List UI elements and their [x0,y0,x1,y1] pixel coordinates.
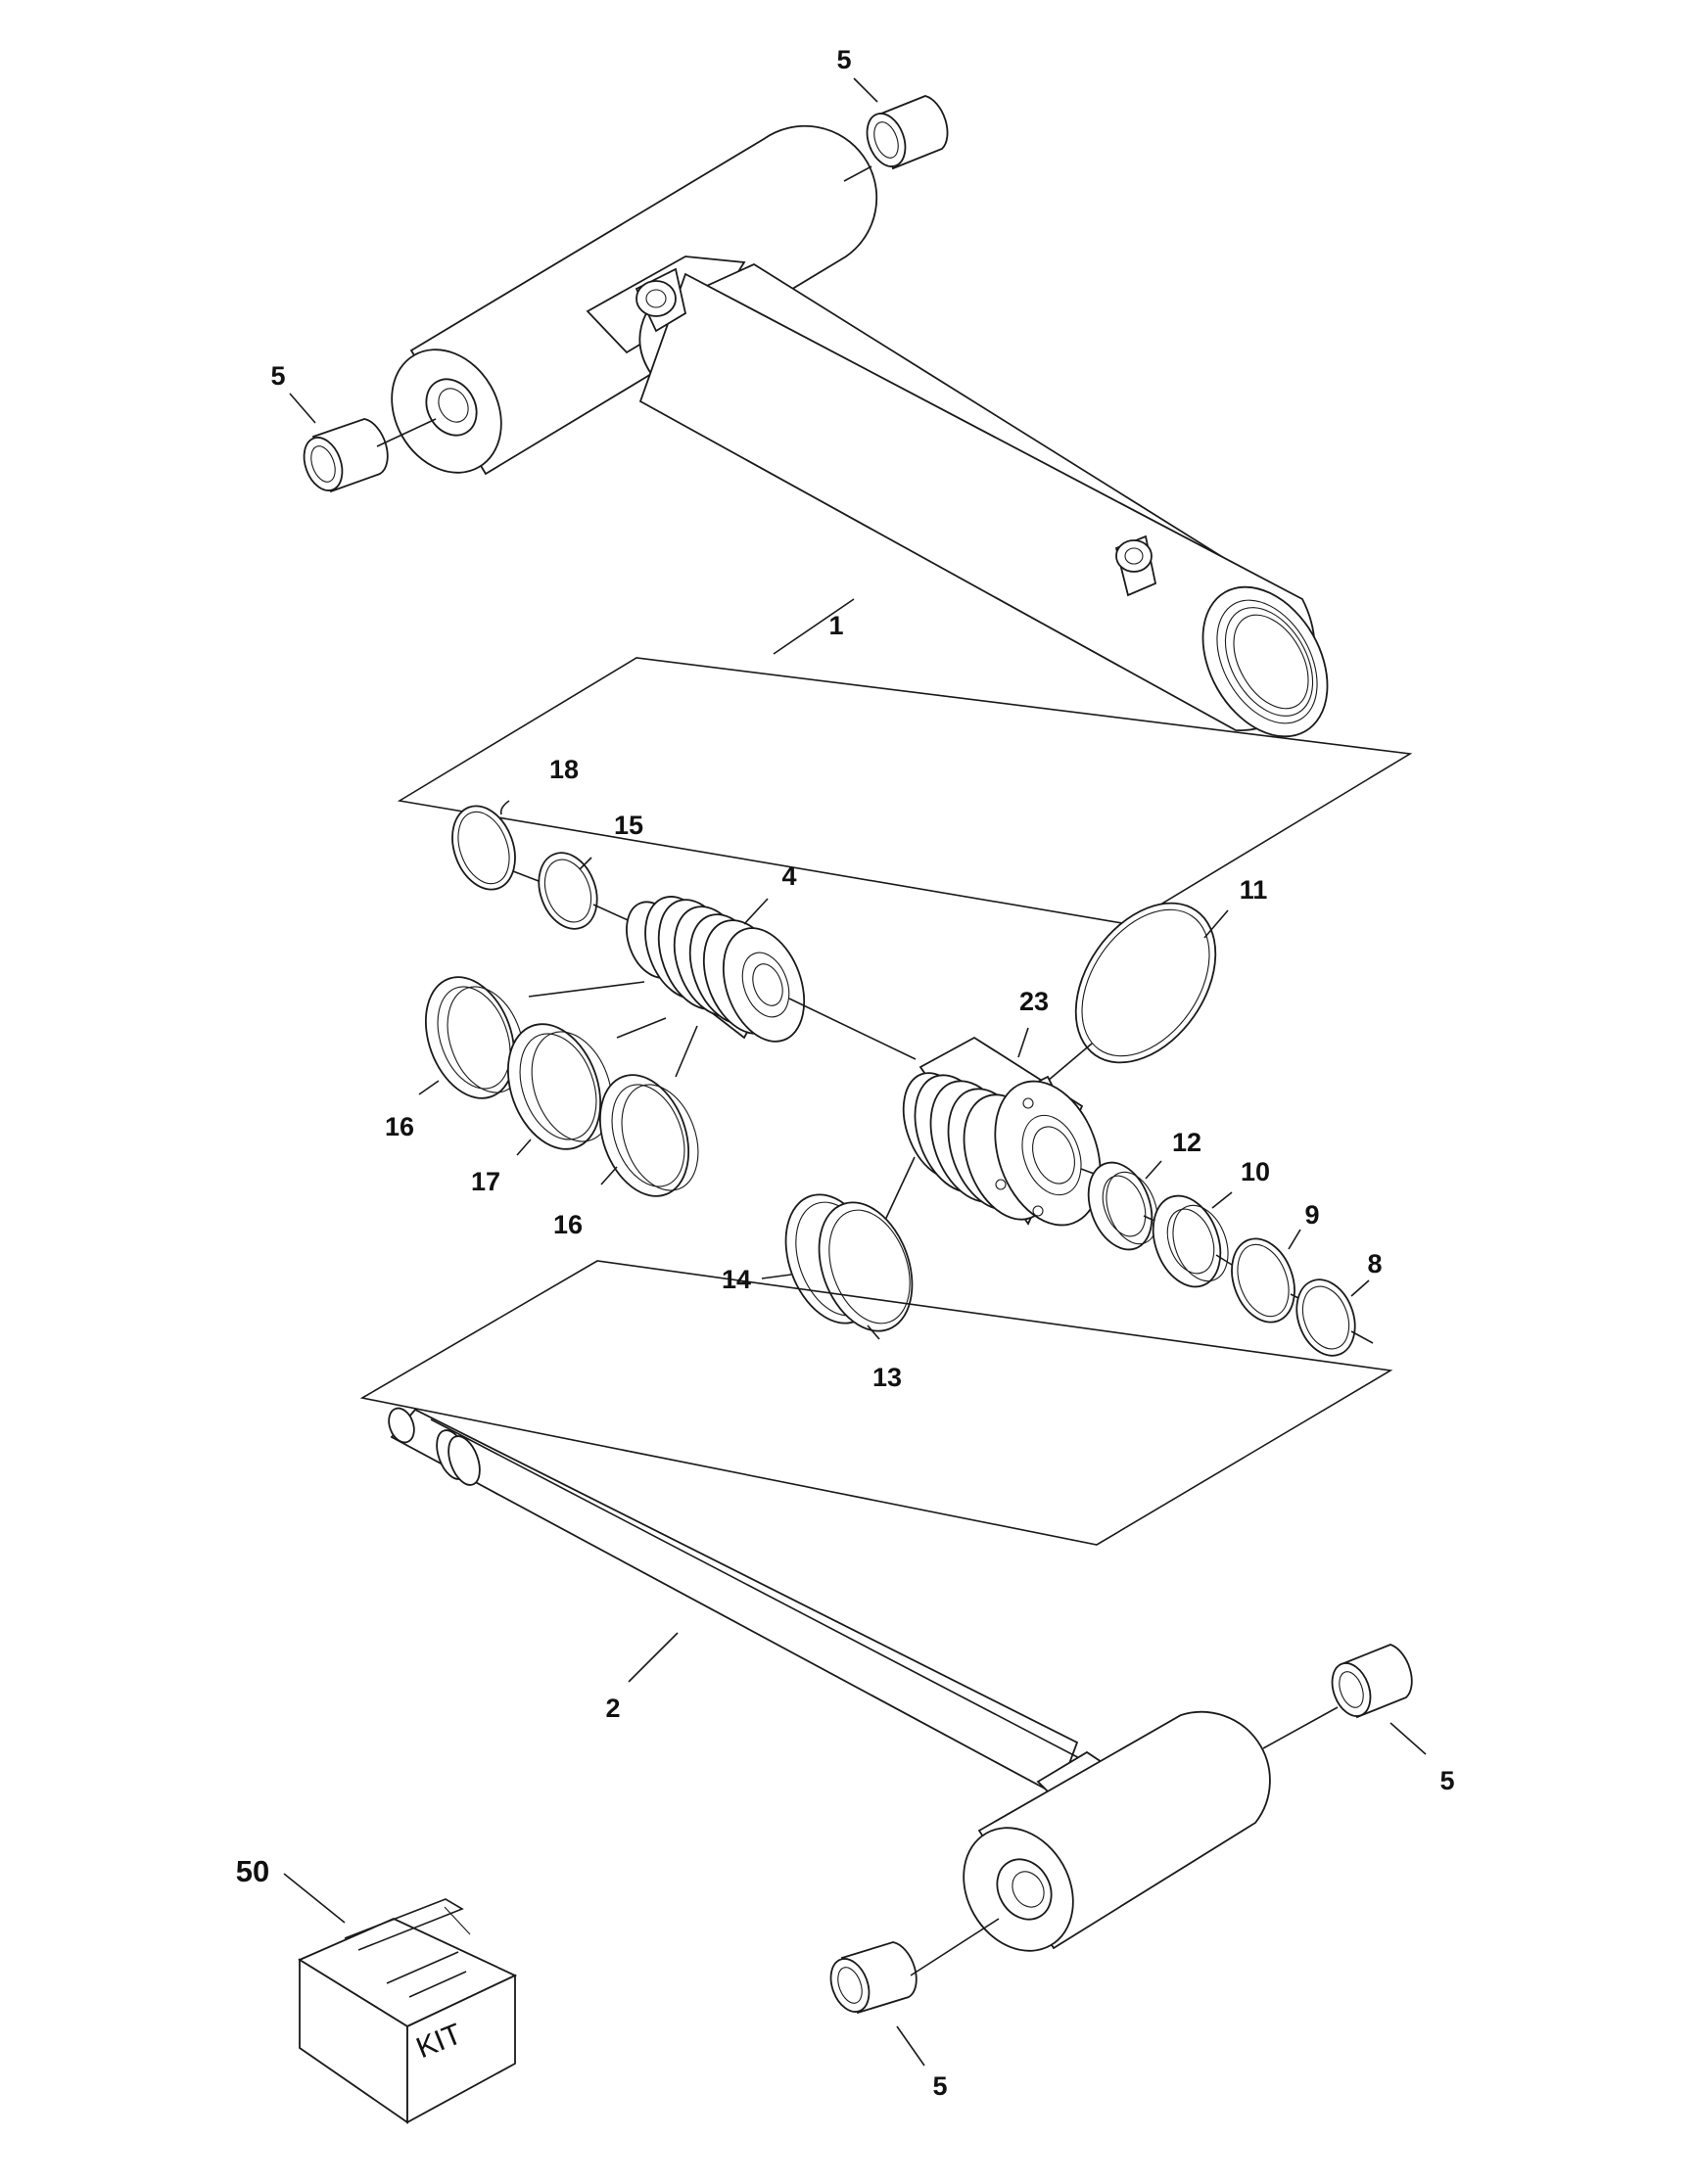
callout-1: 1 [828,611,843,640]
callout-9: 9 [1304,1200,1319,1230]
bushing-5-top [866,95,949,170]
seal-17 [506,1023,613,1150]
snap-ring-9 [1231,1237,1295,1324]
callout-5-left: 5 [270,361,285,391]
ring-15 [538,852,598,930]
callout-8: 8 [1367,1249,1382,1278]
callout-13: 13 [872,1363,902,1392]
kit-box-50: KIT [298,1898,518,2124]
callout-15: 15 [614,811,643,840]
callout-10: 10 [1241,1157,1270,1186]
part-2-piston-rod [388,1407,1271,1952]
callout-labels: 5 5 1 18 15 4 11 23 16 17 16 12 10 9 8 1… [236,45,1455,2101]
wiper-10 [1152,1194,1229,1288]
bushing-5-bottom [829,1941,918,2015]
callout-23: 23 [1019,987,1049,1016]
callout-14: 14 [722,1265,751,1294]
callout-18: 18 [549,755,579,784]
ring-12 [1087,1161,1158,1251]
port-fitting-top [635,267,687,333]
callout-5-bottom: 5 [932,2071,947,2101]
callout-5-top: 5 [836,45,851,74]
seal-13 [818,1201,914,1332]
seal-16-left [424,976,525,1099]
callout-16-left: 16 [385,1112,414,1141]
part-1-cylinder-barrel [391,124,1329,738]
callout-17: 17 [471,1167,500,1196]
callout-16-right: 16 [553,1210,583,1239]
callout-4: 4 [781,861,796,891]
port-fitting-side [1114,534,1157,597]
callout-5-right: 5 [1439,1766,1454,1795]
ring-8 [1295,1278,1356,1357]
callout-50: 50 [236,1854,269,1888]
o-ring-11 [1074,902,1217,1064]
seal-16-right [598,1074,699,1197]
leader-lines [283,77,1427,2067]
callout-2: 2 [605,1694,620,1723]
callout-11: 11 [1240,875,1268,905]
callout-12: 12 [1172,1128,1201,1157]
bushing-5-left [303,418,389,493]
piston-4 [626,896,806,1043]
snap-ring-18 [451,805,516,891]
bushing-5-right [1331,1644,1413,1719]
rod-guide-23 [902,1036,1102,1227]
